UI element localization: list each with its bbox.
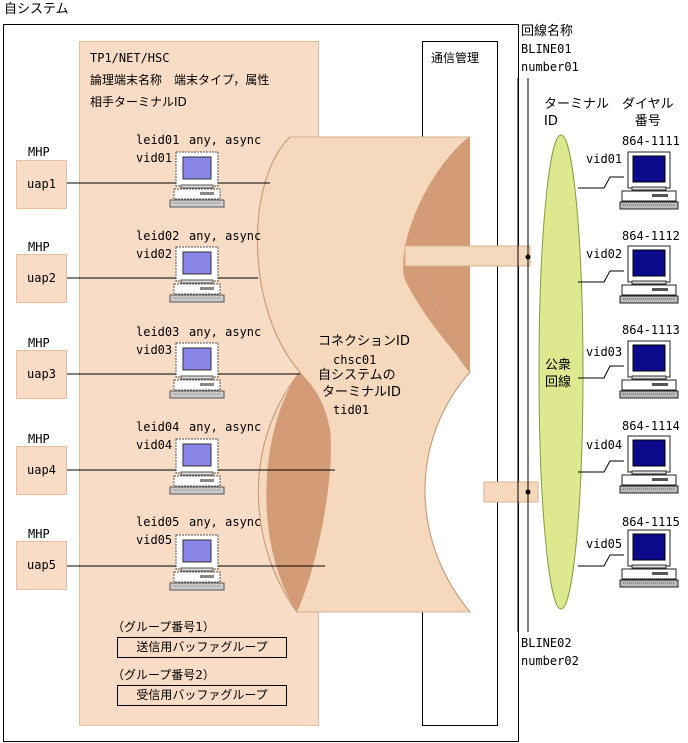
mhp-label: MHP [28,336,50,350]
group2-label: （グループ番号2） [112,668,215,682]
uap-box: uap3 [16,350,67,399]
dial-number: 864-1112 [622,229,680,243]
vid: vid03 [136,343,173,357]
leid: leid04 [136,420,180,434]
connection-label: コネクションID [318,334,410,349]
uap-name: uap4 [27,463,56,477]
leid: leid05 [136,515,180,529]
remote-vid: vid01 [586,152,623,166]
uap-box: uap1 [16,160,67,209]
uap-name: uap1 [27,177,56,191]
term-type: any, async [189,515,262,529]
term-type: any, async [189,420,262,434]
leid: leid03 [136,325,180,339]
term-type: any, async [189,229,262,243]
dial-number: 864-1113 [622,323,680,337]
number02: number02 [521,654,579,668]
leid: leid02 [136,229,180,243]
terminal-id-header: ターミナル ID [544,97,610,129]
connection-id: chsc01 [333,353,377,367]
uap-box: uap2 [16,254,67,303]
mhp-label: MHP [28,240,50,254]
remote-vid: vid04 [586,438,623,452]
group1-box: 送信用バッファグループ [117,637,287,658]
remote-vid: vid02 [586,247,623,261]
mhp-label: MHP [28,145,50,159]
group1-label: （グループ番号1） [112,620,215,634]
group1-box-label: 送信用バッファグループ [136,640,268,654]
term-type: any, async [189,325,262,339]
vid: vid04 [136,438,173,452]
vid: vid05 [136,533,173,547]
tid-value: tid01 [333,403,370,417]
uap-name: uap3 [27,367,56,381]
group2-box-label: 受信用バッファグループ [136,688,268,702]
mhp-label: MHP [28,527,50,541]
mhp-label: MHP [28,432,50,446]
uap-box: uap5 [16,541,67,590]
term-type: any, async [189,133,262,147]
group2-box: 受信用バッファグループ [117,685,287,706]
hsc-title: TP1/NET/HSC [90,51,170,65]
terminal-id-label: ターミナルID [322,385,401,400]
dial-number: 864-1111 [622,134,680,148]
vid: vid01 [136,151,173,165]
uap-name: uap2 [27,271,56,285]
leid: leid01 [136,133,180,147]
dial-number: 864-1115 [622,515,680,529]
dial-header: ダイヤル 番号 [622,97,674,129]
own-system-label: 自システムの [318,368,396,383]
system-label: 自システム [4,2,69,17]
public-line-label: 公衆 回線 [545,358,572,390]
number01: number01 [521,60,579,74]
vid: vid02 [136,247,173,261]
bline02: BLINE02 [521,636,572,650]
line-name-label: 回線名称 [521,24,574,39]
comm-mgmt-label: 通信管理 [431,51,480,65]
uap-name: uap5 [27,558,56,572]
remote-vid: vid03 [586,345,623,359]
dial-number: 864-1114 [622,419,680,433]
uap-box: uap4 [16,446,67,495]
remote-vid: vid05 [586,537,623,551]
hsc-line1: 論理端末名称 端末タイプ，属性 [90,73,270,87]
hsc-line2: 相手ターミナルID [90,95,187,109]
bline01: BLINE01 [521,42,572,56]
